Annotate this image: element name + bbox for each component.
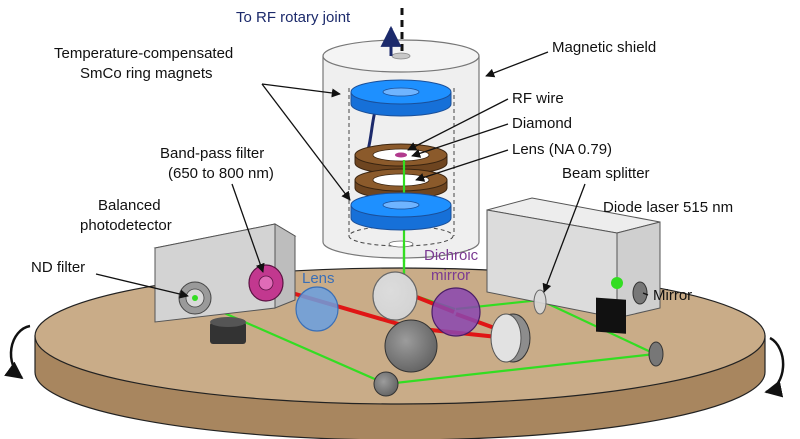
label-bandpass-line1: Band-pass filter	[160, 145, 264, 162]
label-bandpass-line2: (650 to 800 nm)	[168, 165, 274, 182]
label-rf-wire: RF wire	[512, 90, 564, 107]
label-mirror: Mirror	[653, 287, 692, 304]
label-lens: Lens	[302, 270, 335, 287]
laser-mirror	[632, 281, 648, 305]
label-balanced-line2: photodetector	[80, 217, 172, 234]
label-diamond: Diamond	[512, 115, 572, 132]
steering-mirror	[384, 319, 438, 373]
label-rf-joint: To RF rotary joint	[236, 9, 351, 26]
label-nd-filter: ND filter	[31, 259, 85, 276]
rotation-arrow-right-icon	[764, 336, 785, 398]
label-magnets-line1: Temperature-compensated	[54, 45, 233, 62]
bandpass-filter	[248, 264, 284, 302]
lower-ring-magnet	[350, 192, 452, 231]
label-diode-laser: Diode laser 515 nm	[603, 199, 733, 216]
label-magnets-line2: SmCo ring magnets	[80, 65, 213, 82]
label-balanced-line1: Balanced	[98, 197, 161, 214]
far-right-mirror	[648, 341, 664, 367]
label-beam-splitter: Beam splitter	[562, 165, 650, 182]
right-mirror	[490, 313, 531, 363]
upper-ring-magnet	[350, 79, 452, 117]
label-lens-na: Lens (NA 0.79)	[512, 141, 612, 158]
label-dichroic-line1: Dichroic	[424, 247, 479, 264]
leader-lines	[95, 51, 649, 299]
bottom-mirror	[373, 371, 399, 397]
label-dichroic-line2: mirror	[431, 267, 470, 284]
dichroic-mirror	[431, 287, 481, 337]
lens-element	[295, 286, 339, 332]
optic-mount	[372, 271, 418, 321]
label-magnetic-shield: Magnetic shield	[552, 39, 656, 56]
rotation-arrow-left-icon	[4, 324, 31, 380]
beam-splitter	[533, 289, 547, 315]
diamond-plate	[354, 143, 448, 175]
